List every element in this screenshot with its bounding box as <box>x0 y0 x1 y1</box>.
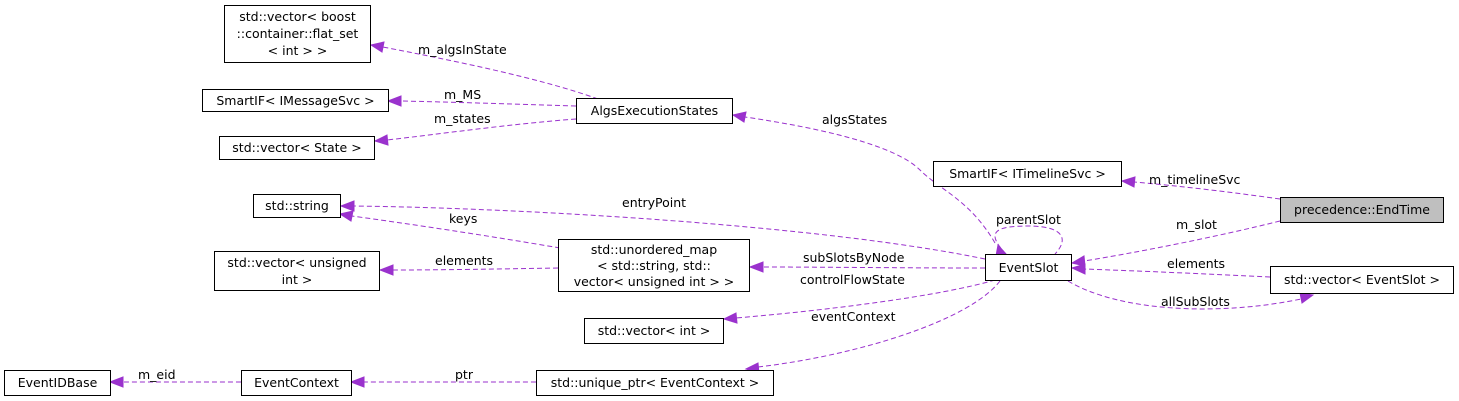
node-eventidbase[interactable]: EventIDBase <box>4 370 111 396</box>
node-algs-execution-states-label: AlgsExecutionStates <box>591 103 718 118</box>
node-vector-eventslot[interactable]: std::vector< EventSlot > <box>1270 266 1454 294</box>
node-vector-flat-set-line3: < int > > <box>268 43 328 58</box>
label-entrypoint: entryPoint <box>622 195 686 210</box>
node-vector-flat-set-line2: ::container::flat_set <box>237 26 359 41</box>
node-std-string[interactable]: std::string <box>253 194 341 218</box>
label-m-eid: m_eid <box>138 367 176 382</box>
edge-m-ms <box>386 95 577 107</box>
edge-m-states <box>373 118 577 146</box>
edge-entrypoint <box>339 200 986 260</box>
node-vector-flat-set[interactable]: std::vector< boost ::container::flat_set… <box>224 5 371 63</box>
node-smartif-imessagesvc-label: SmartIF< IMessageSvc > <box>216 93 374 108</box>
edge-elements-vec <box>1070 263 1271 278</box>
edge-ptr <box>349 376 536 388</box>
label-keys: keys <box>449 211 477 226</box>
edge-m-timelinesvc <box>1120 176 1281 200</box>
label-elements-map: elements <box>435 253 493 268</box>
label-m-slot: m_slot <box>1176 217 1217 232</box>
node-vector-state-label: std::vector< State > <box>232 140 361 155</box>
node-precedence-endtime-label: precedence::EndTime <box>1294 202 1430 217</box>
edge-m-algsinstate <box>369 41 599 100</box>
node-eventslot-label: EventSlot <box>999 260 1059 275</box>
edge-algsstates <box>731 111 996 244</box>
node-vector-unsigned-int[interactable]: std::vector< unsigned int > <box>214 251 380 291</box>
node-unique-ptr-eventcontext[interactable]: std::unique_ptr< EventContext > <box>536 370 774 396</box>
node-eventslot[interactable]: EventSlot <box>985 254 1072 281</box>
label-m-ms: m_MS <box>444 87 481 102</box>
edge-subslotsbynode <box>748 261 986 273</box>
node-vector-int-label: std::vector< int > <box>598 323 711 338</box>
node-smartif-itimelinesvc-label: SmartIF< ITimelineSvc > <box>949 166 1106 181</box>
label-controlflowstate: controlFlowState <box>800 272 905 287</box>
label-m-timelinesvc: m_timelineSvc <box>1149 172 1241 187</box>
label-allsubslots: allSubSlots <box>1161 294 1230 309</box>
label-parentslot: parentSlot <box>996 212 1061 227</box>
node-unique-ptr-eventcontext-label: std::unique_ptr< EventContext > <box>551 375 760 390</box>
edge-keys <box>338 210 561 249</box>
node-precedence-endtime[interactable]: precedence::EndTime <box>1280 197 1444 223</box>
node-unordered-map[interactable]: std::unordered_map < std::string, std:: … <box>558 239 750 292</box>
label-subslotsbynode: subSlotsByNode <box>803 250 905 265</box>
edge-controlflowstate <box>722 279 996 324</box>
label-m-states: m_states <box>434 111 491 126</box>
edge-eventcontext <box>744 280 1001 374</box>
node-vector-unsigned-int-line2: int > <box>282 272 313 287</box>
label-m-algsinstate: m_algsInState <box>418 42 507 57</box>
label-eventcontext: eventContext <box>811 309 896 324</box>
edge-elements-map <box>378 264 559 276</box>
edge-m-eid <box>108 376 241 388</box>
edge-parentslot <box>994 225 1063 257</box>
node-vector-state[interactable]: std::vector< State > <box>219 136 375 160</box>
node-smartif-itimelinesvc[interactable]: SmartIF< ITimelineSvc > <box>933 161 1122 187</box>
node-vector-eventslot-label: std::vector< EventSlot > <box>1284 272 1440 287</box>
node-unordered-map-line1: std::unordered_map <box>591 242 717 257</box>
edge-m-slot <box>1070 220 1281 267</box>
node-algs-execution-states[interactable]: AlgsExecutionStates <box>576 98 733 124</box>
node-vector-int[interactable]: std::vector< int > <box>584 318 724 344</box>
node-eventcontext-label: EventContext <box>254 375 339 390</box>
label-ptr: ptr <box>455 367 474 382</box>
label-elements-vec: elements <box>1167 256 1225 271</box>
node-unordered-map-line2: < std::string, std:: <box>597 258 711 273</box>
label-algsstates: algsStates <box>822 112 887 127</box>
node-vector-flat-set-line1: std::vector< boost <box>239 9 356 24</box>
node-smartif-imessagesvc[interactable]: SmartIF< IMessageSvc > <box>202 89 389 112</box>
node-eventcontext[interactable]: EventContext <box>241 370 352 396</box>
node-eventidbase-label: EventIDBase <box>18 375 98 390</box>
node-unordered-map-line3: vector< unsigned int > > <box>574 274 735 289</box>
node-std-string-label: std::string <box>265 198 329 213</box>
node-vector-unsigned-int-line1: std::vector< unsigned <box>227 255 366 270</box>
